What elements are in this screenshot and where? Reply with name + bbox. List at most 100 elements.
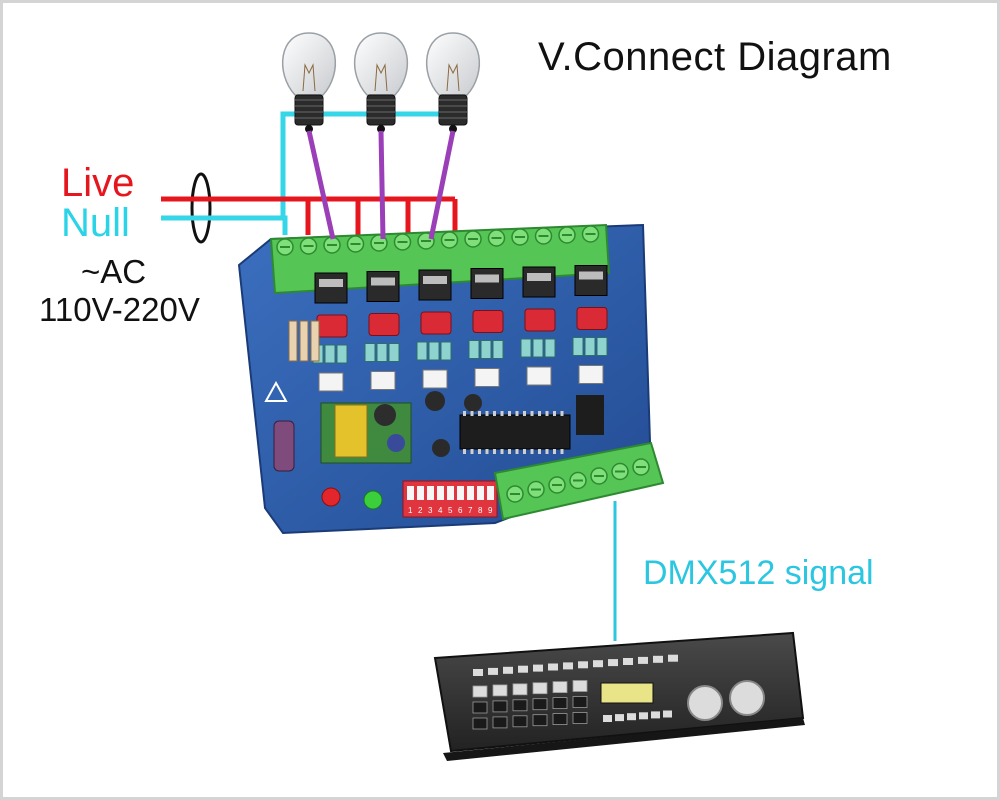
resistor	[324, 344, 336, 364]
resistor	[492, 340, 504, 359]
console-key	[572, 696, 588, 708]
bulb-glass	[353, 32, 409, 96]
console-key	[512, 715, 528, 728]
resistor	[416, 341, 428, 361]
dip-key	[467, 486, 474, 500]
bulb-glass	[281, 32, 337, 96]
triac	[470, 268, 504, 299]
optocoupler	[474, 368, 500, 387]
resistor	[584, 337, 596, 356]
console-key	[472, 717, 488, 730]
optocoupler	[422, 369, 448, 389]
power-led	[321, 487, 341, 507]
warning-icon	[264, 380, 288, 402]
console-key	[533, 664, 543, 672]
capacitor	[524, 308, 556, 332]
console-key	[608, 659, 618, 667]
console-key	[532, 714, 548, 727]
lamps	[281, 32, 481, 133]
console-key	[532, 682, 548, 695]
channel-5	[520, 266, 556, 386]
driver-ic	[576, 395, 604, 435]
console-key	[472, 701, 488, 714]
resistor	[468, 340, 480, 359]
resistor	[388, 343, 400, 362]
dip-key	[407, 486, 414, 500]
dip-key	[447, 486, 454, 500]
bulb-glass	[425, 32, 481, 96]
console-key	[518, 665, 528, 673]
triac	[574, 265, 608, 296]
console-key	[651, 711, 660, 719]
console-key	[512, 683, 528, 696]
light-bulb-icon	[281, 32, 337, 133]
dip-key-label: 6	[458, 506, 463, 515]
live-label: Live	[61, 161, 135, 205]
dip-key	[437, 486, 444, 500]
console-key	[492, 700, 508, 713]
dmx-led	[363, 490, 383, 510]
channel-6	[572, 265, 608, 384]
triac	[522, 266, 556, 298]
dip-key-label: 1	[408, 506, 413, 515]
triac	[366, 271, 400, 302]
dip-key	[477, 486, 484, 500]
light-bulb-icon	[353, 32, 409, 133]
voltage-label: 110V-220V	[39, 291, 200, 328]
resistor	[596, 337, 608, 356]
console-key	[473, 669, 483, 676]
input-resistors	[288, 320, 320, 362]
channel-4	[468, 268, 504, 387]
console-key	[572, 680, 588, 692]
resistor	[376, 343, 388, 362]
console-key	[623, 658, 633, 665]
dmx-console-icon	[433, 631, 805, 761]
resistor	[532, 338, 544, 358]
capacitor	[472, 310, 504, 333]
triac	[314, 272, 348, 304]
lamp-wiring	[306, 130, 456, 240]
capacitor	[576, 307, 608, 330]
dip-key-label: 3	[428, 506, 433, 515]
console-key	[639, 712, 648, 720]
filament	[374, 63, 388, 92]
resistor	[572, 337, 584, 356]
console-key	[572, 712, 588, 724]
console-key	[492, 716, 508, 729]
resistor	[428, 341, 440, 361]
console-key	[488, 667, 498, 675]
console-key	[563, 662, 573, 670]
console-key	[472, 685, 488, 698]
resistor	[336, 344, 348, 364]
resistor	[364, 343, 376, 362]
diagram-title: V.Connect Diagram	[538, 35, 892, 79]
dip-key-label: 4	[438, 506, 443, 515]
ac-label: ~AC	[81, 253, 147, 290]
channel-3	[416, 269, 452, 389]
dip-key	[417, 486, 424, 500]
optocoupler	[370, 371, 396, 390]
null-label: Null	[61, 201, 130, 245]
optocoupler	[578, 365, 604, 384]
live-wiring	[161, 196, 458, 235]
console-key	[492, 684, 508, 697]
dip-key	[427, 486, 434, 500]
console-key	[627, 713, 636, 721]
resistor	[440, 341, 452, 361]
console-key	[653, 655, 663, 663]
console-key	[552, 713, 568, 725]
resistor	[480, 340, 492, 359]
console-key	[603, 715, 612, 722]
capacitor	[368, 313, 400, 336]
microcontroller	[459, 411, 571, 454]
dmx-signal-label: DMX512 signal	[643, 554, 874, 592]
dip-key	[457, 486, 464, 500]
dip-key-label: 9	[488, 506, 493, 515]
console-key	[638, 656, 648, 664]
filament	[302, 63, 316, 92]
console-key	[578, 661, 588, 669]
resistor	[544, 338, 556, 358]
